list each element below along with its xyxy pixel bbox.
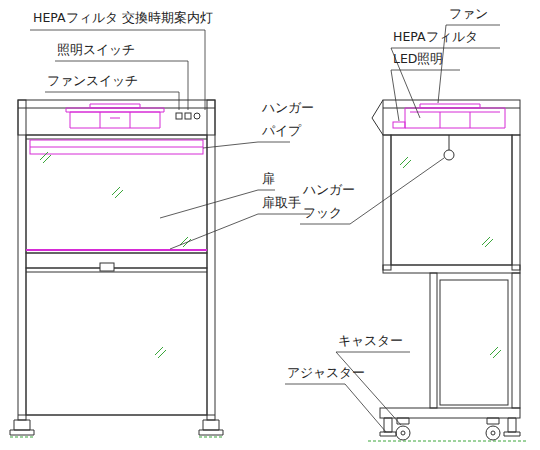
part-label: 照明スイッチ — [57, 38, 135, 61]
part-label: 扉取手 — [262, 191, 301, 214]
part-label: ハンガー フック — [303, 178, 361, 224]
part-label: LED照明 — [393, 47, 444, 70]
part-label: HEPAフィルタ — [393, 25, 478, 48]
part-label: ファンスイッチ — [47, 69, 138, 92]
part-label: ファン — [449, 2, 488, 25]
part-label: アジャスター — [287, 361, 365, 384]
part-label: キャスター — [338, 329, 403, 352]
part-label: ハンガー パイプ — [262, 96, 320, 142]
part-label: 扉 — [262, 167, 275, 190]
part-label: HEPAフィルタ 交換時期案内灯 — [33, 6, 213, 29]
